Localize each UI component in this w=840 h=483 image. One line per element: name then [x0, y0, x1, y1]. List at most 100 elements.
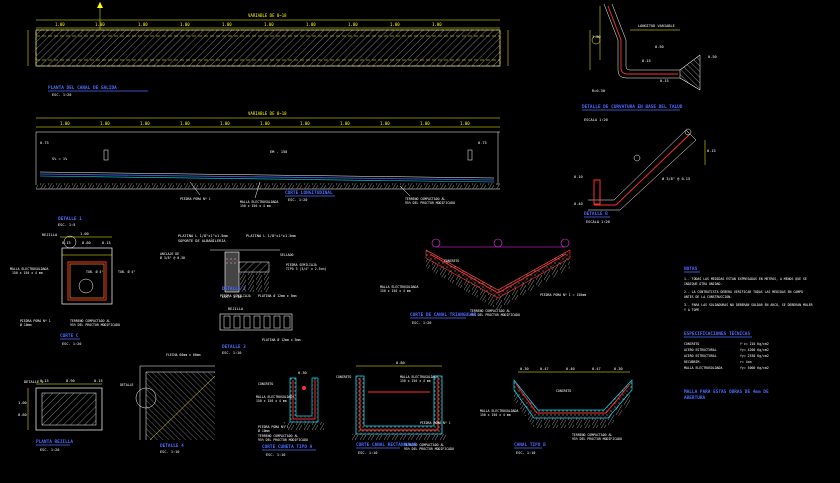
note: PLATINA Ø 12mm x 5mm	[258, 293, 296, 298]
dim-label: 1.00	[222, 22, 232, 27]
rebar-dot	[302, 386, 306, 390]
specs-header: ESPECIFICACIONES TECNICAS	[684, 331, 750, 337]
note: 95% DEL PROCTOR MODIFICADO	[572, 437, 622, 441]
dim-label: 1.00	[180, 121, 190, 126]
note: 95% DEL PROCTOR MODIFICADO	[405, 201, 455, 205]
note: PIEDRA POMA Nº 1	[180, 197, 211, 201]
note: CONCRETO	[444, 259, 459, 263]
dim-label-overall: VARIABLE DE 8~18	[248, 13, 287, 18]
pipe-marker	[467, 149, 473, 161]
rebar-line	[292, 380, 316, 420]
channel-mesh	[39, 175, 495, 183]
section-label: EM - 150	[270, 150, 287, 154]
hatched-area	[146, 372, 215, 440]
note: MALLA ELECTROSOLDADA	[400, 375, 438, 379]
dim-label-overall: VARIABLE DE 8~18	[248, 111, 287, 116]
label: REJILLA	[42, 233, 58, 237]
label: DETALLE 5	[24, 380, 43, 384]
dim-label: 0.60	[18, 413, 27, 417]
note: TERRENO COMPACTADO AL	[572, 433, 612, 437]
hatched-strip	[35, 29, 501, 67]
dim-label: 0.15	[94, 379, 103, 383]
dim-label: 0.15	[642, 59, 651, 63]
note: 150 x 150 x 4 mm	[12, 271, 43, 275]
ground-hatch	[239, 272, 269, 292]
rejilla-bars	[223, 315, 291, 329]
dim-label: 1.00	[55, 22, 65, 27]
view-scale: ESC. 1:10	[266, 453, 285, 457]
spec-value: fy= 2530 Kg/cm2	[740, 354, 769, 358]
note-line: INDIQUE OTRA UNIDAD.	[684, 282, 722, 286]
leader-line	[254, 181, 261, 199]
note: MALLA ELECTROSOLDADA	[240, 200, 278, 204]
note: TERRENO COMPACTADO AL	[70, 319, 110, 323]
view-scale: ESC. 1:10	[160, 450, 179, 454]
note-line: 3.- PARA LAS SOLDADURAS NO DEBERAN SOLDA…	[684, 303, 813, 307]
dim-label: 1.00	[306, 22, 316, 27]
view-title: PLANTA REJILLA	[36, 439, 73, 445]
diagonal-line	[149, 375, 216, 441]
dim-label: 1.00	[380, 121, 390, 126]
section-label: 0.75	[478, 141, 487, 145]
note-line: ANTES DE LA CONSTRUCCION.	[684, 295, 732, 299]
ground-hatch	[36, 183, 500, 189]
dim-label: 0.15	[707, 149, 716, 153]
note: PIEDRA POMA Nº 1	[258, 425, 289, 429]
grid-bubble-icon	[591, 35, 601, 45]
spec-value: fy= 5000 Kg/cm2	[740, 366, 769, 370]
view-title: DETALLE 1	[58, 216, 82, 222]
profile-outline	[611, 3, 701, 71]
leader-line	[189, 181, 201, 196]
dim-label: 1.00	[390, 22, 400, 27]
dim-label: 0.90	[66, 379, 75, 383]
dim-label: 1.00	[420, 121, 430, 126]
notes-block: NOTAS 1.- TODAS LAS MEDIDAS ESTAN EXPRES…	[684, 266, 813, 312]
note: 150 x 150 x 4 mm	[400, 379, 431, 383]
note: 150 x 150 x 4 mm	[480, 413, 511, 417]
view-title: PLANTA DEL CANAL DE SALIDA	[48, 85, 117, 91]
view-title: DETALLE 4	[160, 443, 184, 449]
dim-label: 0.60	[82, 241, 91, 245]
dim-label: 1.00	[138, 22, 148, 27]
dim-label: 0.47	[592, 367, 601, 371]
note: DETALLE	[120, 383, 134, 387]
view-title: DETALLE DE CURVATURA EN BASE DEL TALUD	[582, 104, 683, 110]
channel-trap-view: 0.30 0.47 0.40 0.47 0.30 CONCRETO MALLA …	[480, 367, 633, 455]
detail-bubble-icon	[493, 238, 503, 248]
rebar-line	[429, 253, 567, 294]
note: PIEDRA POMA Nº 1	[420, 421, 451, 425]
detail-a-view: LONGITUD VARIABLE 1.00 0.50 0.15 0.15 R=…	[582, 3, 717, 122]
dim-label: 0.15	[102, 241, 111, 245]
note: MALLA ELECTROSOLDADA	[10, 267, 48, 271]
note: SELLADO	[280, 253, 294, 257]
dim-label: 1.00	[432, 22, 442, 27]
corner-detail-view: FLECHA 60mm x 60mm DETALLE DETALLE 4 ESC…	[120, 353, 216, 454]
note: TIPO 3 (3/4" x 2.5cm)	[286, 267, 326, 271]
view-scale: ESC. 1:20	[62, 342, 81, 346]
view-title: CORTE DE CANAL TRIANGULAR	[410, 312, 476, 318]
note: 150 x 150 x 4 mm	[256, 399, 287, 403]
strip-plan-view: VARIABLE DE 8~18 1.00 1.00 1.00 1.00 1.0…	[27, 2, 509, 97]
long-section-view: VARIABLE DE 8~18 1.00 1.00 1.00 1.00 1.0…	[35, 111, 500, 208]
spec-name: ACERO ESTRUCTURAL	[684, 354, 717, 358]
slope-outline	[588, 129, 697, 211]
view-title: DETALLE B	[584, 211, 608, 217]
view-scale: ESC. 1:10	[358, 451, 377, 455]
grate-detail-view: PLATINA L 1/8"x1"x1.5mm SOPORTE DE ALBAÑ…	[160, 234, 326, 355]
view-title: CANAL TIPO B	[514, 442, 546, 448]
detail-bubble-icon	[560, 238, 570, 248]
dim-label: 0.40	[574, 202, 583, 206]
dim-label: 0.15	[62, 241, 71, 245]
slope-label: S% = 1%	[52, 157, 68, 161]
view-title: CORTE LONGITUDINAL	[285, 190, 333, 196]
detail-bubble-icon	[63, 235, 77, 249]
spec-footer: MALLA PARA ESTAS OBRAS DE 4mm DE	[684, 389, 769, 395]
dim-label: 0.50	[655, 45, 664, 49]
channel-rect-view: CONCRETO 0.80 MALLA ELECTROSOLDADA 150 x…	[336, 361, 454, 455]
label: REJILLA	[228, 307, 244, 311]
note: 95% DEL PROCTOR MODIFICADO	[258, 438, 308, 442]
mesh-box	[69, 263, 105, 299]
note: 150 x 150 x 4 mm	[240, 204, 271, 208]
spec-value: r= 4cm	[740, 360, 752, 364]
